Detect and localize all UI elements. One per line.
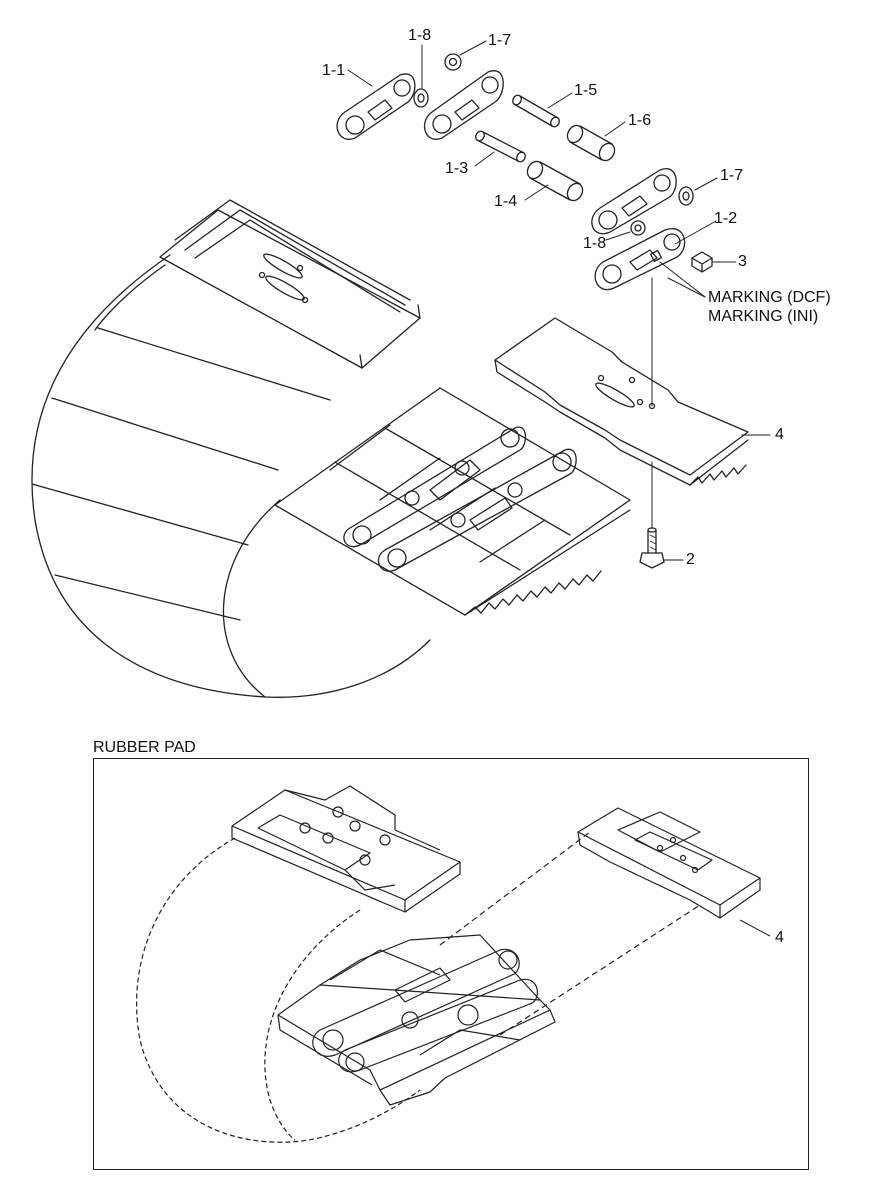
track-loop <box>31 254 431 698</box>
track-shoe-upper <box>159 199 421 369</box>
callout-1-4: 1-4 <box>494 193 518 210</box>
part-2-bolt <box>639 527 665 569</box>
callout-1-7-top: 1-7 <box>488 32 512 49</box>
callout-4-bottom: 4 <box>775 929 784 946</box>
part-1-6-bushing <box>566 124 616 162</box>
track-shoe-lower-band <box>274 387 631 616</box>
callout-1-8-right: 1-8 <box>583 235 607 252</box>
callout-1-7-right: 1-7 <box>720 167 744 184</box>
callout-3: 3 <box>738 253 747 270</box>
part-4-shoe-top <box>494 317 749 486</box>
part-1-1-link <box>336 73 416 140</box>
rubber-pad-title: RUBBER PAD <box>93 739 196 756</box>
part-1-7-seal-top <box>444 53 462 71</box>
callout-2: 2 <box>686 551 695 568</box>
part-1-7-seal-right <box>678 186 694 206</box>
leader-lines-upper <box>347 40 771 561</box>
callout-1-2: 1-2 <box>714 210 738 227</box>
part-1-5-pin <box>512 94 560 128</box>
rubber-pad-drawing <box>136 785 771 1143</box>
callout-1-3: 1-3 <box>445 160 469 177</box>
callout-1-8-top: 1-8 <box>408 27 432 44</box>
part-1-4-bushing <box>526 160 584 202</box>
part-3-nut <box>691 251 713 273</box>
part-link-right-upper <box>591 168 677 235</box>
callout-1-1: 1-1 <box>322 62 346 79</box>
part-1-2-link-top <box>423 70 504 140</box>
part-1-8-washer-top <box>413 88 429 108</box>
part-1-8-washer-right <box>630 220 646 236</box>
marking-dcf-label: MARKING (DCF) <box>708 289 831 306</box>
callout-4-top: 4 <box>775 426 784 443</box>
callout-1-5: 1-5 <box>574 82 598 99</box>
marking-ini-label: MARKING (INI) <box>708 308 819 325</box>
track-chain-links <box>343 426 577 572</box>
callout-1-6: 1-6 <box>628 112 652 129</box>
part-1-2-link-right <box>594 228 686 291</box>
rubber-pad-frame <box>93 758 809 1170</box>
part-1-3-pin <box>475 130 526 163</box>
